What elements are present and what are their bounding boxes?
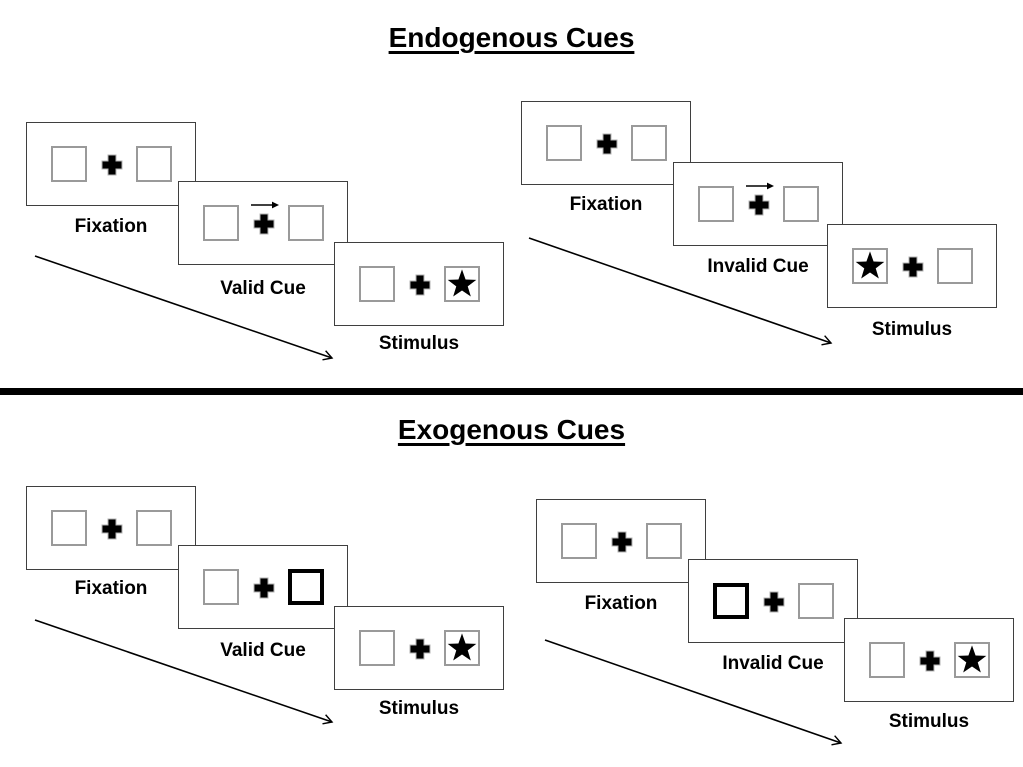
central-cue-arrow-icon [251, 201, 279, 209]
left-placeholder-box [698, 186, 734, 222]
peripheral-cue-box [713, 583, 749, 619]
frame-label: Stimulus [871, 319, 953, 340]
right-placeholder-box [798, 583, 834, 619]
frame-label: Valid Cue [220, 640, 306, 661]
section-title-exogenous-text: Exogenous Cues [397, 414, 626, 445]
sequence-arrow-icon [544, 639, 843, 746]
right-placeholder-box [288, 205, 324, 241]
section-title-endogenous: Endogenous Cues [0, 22, 1023, 54]
frame-label: Invalid Cue [707, 256, 809, 277]
frame-label: Invalid Cue [722, 653, 824, 674]
fixation-frame [536, 499, 706, 583]
cue-frame [688, 559, 858, 643]
left-placeholder-box [51, 146, 87, 182]
left-placeholder-box [203, 569, 239, 605]
fixation-cross-icon [919, 650, 941, 672]
fixation-cross-icon [611, 531, 633, 553]
stimulus-frame [334, 606, 504, 690]
frame-label: Fixation [584, 593, 658, 614]
peripheral-cue-box [288, 569, 324, 605]
frame-label: Stimulus [888, 711, 970, 732]
target-star-icon [447, 269, 477, 297]
frame-label: Fixation [74, 578, 148, 599]
cue-frame [178, 181, 348, 265]
target-star-icon [447, 633, 477, 661]
left-placeholder-box [359, 266, 395, 302]
fixation-cross-icon [763, 591, 785, 613]
left-placeholder-box [51, 510, 87, 546]
left-placeholder-box [561, 523, 597, 559]
right-placeholder-box [136, 146, 172, 182]
fixation-frame [26, 486, 196, 570]
sequence-arrow-icon [528, 237, 833, 346]
left-placeholder-box [203, 205, 239, 241]
left-placeholder-box [546, 125, 582, 161]
fixation-frame [26, 122, 196, 206]
frame-label: Fixation [74, 216, 148, 237]
stimulus-frame [827, 224, 997, 308]
section-divider [0, 388, 1023, 395]
fixation-cross-icon [902, 256, 924, 278]
fixation-cross-icon [409, 638, 431, 660]
frame-label: Valid Cue [220, 278, 306, 299]
left-placeholder-box [869, 642, 905, 678]
right-placeholder-box [646, 523, 682, 559]
cue-frame [673, 162, 843, 246]
fixation-cross-icon [748, 194, 770, 216]
cue-frame [178, 545, 348, 629]
right-placeholder-box [937, 248, 973, 284]
fixation-cross-icon [409, 274, 431, 296]
fixation-cross-icon [253, 213, 275, 235]
fixation-cross-icon [101, 518, 123, 540]
fixation-cross-icon [596, 133, 618, 155]
central-cue-arrow-icon [746, 182, 774, 190]
target-star-icon [855, 251, 885, 279]
left-placeholder-box [359, 630, 395, 666]
frame-label: Stimulus [378, 698, 460, 719]
stimulus-frame [844, 618, 1014, 702]
frame-label: Fixation [569, 194, 643, 215]
frame-label: Stimulus [378, 333, 460, 354]
sequence-arrow-icon [34, 255, 334, 361]
right-placeholder-box [783, 186, 819, 222]
section-title-endogenous-text: Endogenous Cues [388, 22, 635, 53]
section-title-exogenous: Exogenous Cues [0, 414, 1023, 446]
fixation-cross-icon [253, 577, 275, 599]
right-placeholder-box [631, 125, 667, 161]
right-placeholder-box [136, 510, 172, 546]
fixation-cross-icon [101, 154, 123, 176]
target-star-icon [957, 645, 987, 673]
stimulus-frame [334, 242, 504, 326]
sequence-arrow-icon [34, 619, 334, 725]
fixation-frame [521, 101, 691, 185]
